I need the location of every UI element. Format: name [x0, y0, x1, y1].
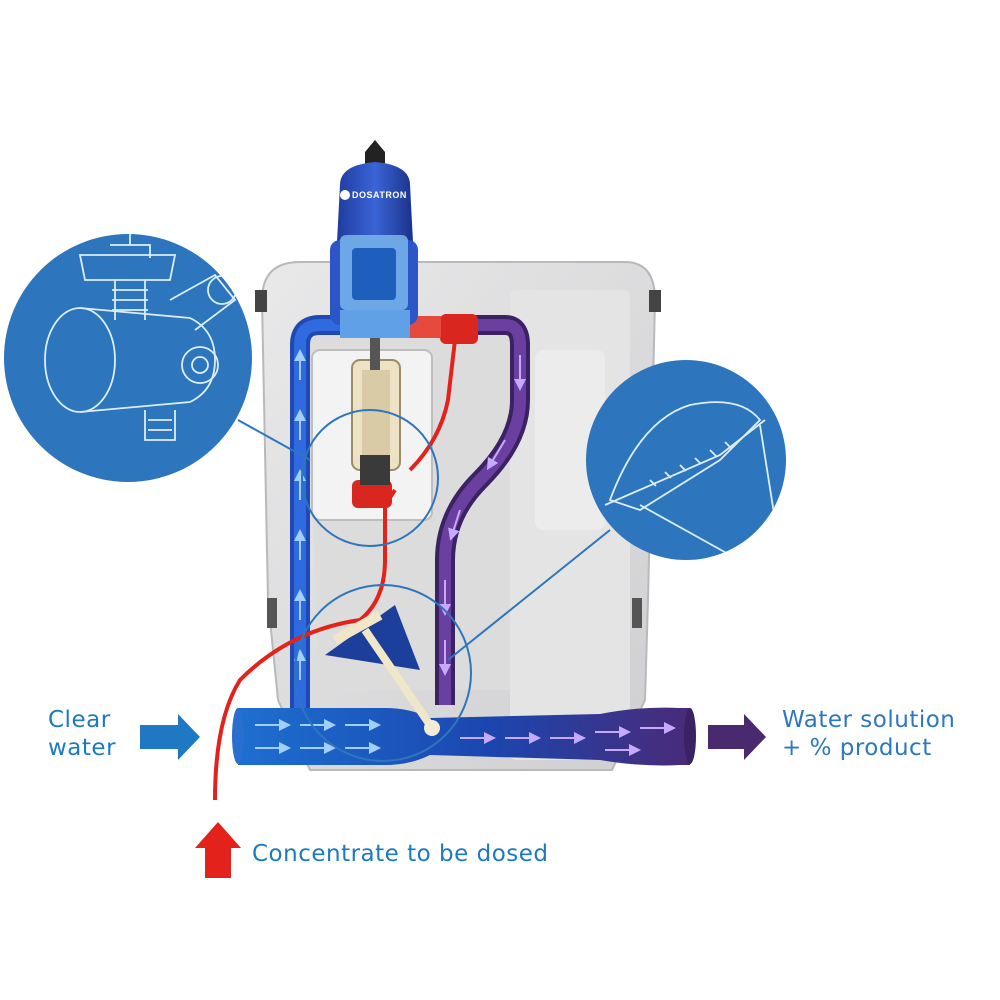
concentrate-label: Concentrate to be dosed: [252, 841, 549, 867]
solution-outlet-pipe: [435, 315, 530, 705]
outlet-arrow: [708, 714, 766, 760]
piston-detail-callout: [586, 360, 786, 560]
concentrate-arrow: [195, 822, 241, 878]
clear-water-riser: [290, 315, 350, 708]
dosing-injector: [351, 310, 401, 485]
leader-line-left: [237, 419, 311, 461]
outlet-label-line1: Water solution: [782, 707, 956, 733]
detail-ring-injector: [301, 409, 439, 547]
injection-fitting: [440, 314, 478, 344]
main-water-pipe: [232, 707, 696, 766]
detail-ring-piston: [294, 584, 472, 762]
brand-logo: DOSATRON: [352, 190, 407, 200]
dosatron-pump: DOSATRON: [330, 140, 418, 338]
inlet-label-line1: Clear: [48, 707, 111, 733]
injector-detail-callout: [4, 234, 252, 482]
inlet-label-line2: water: [48, 735, 117, 761]
outlet-label-line2: + % product: [782, 735, 932, 761]
check-valve-fitting: [352, 480, 392, 508]
motor-piston-cone: [325, 605, 440, 736]
leader-line-right: [447, 529, 611, 661]
inlet-arrow: [140, 714, 200, 760]
